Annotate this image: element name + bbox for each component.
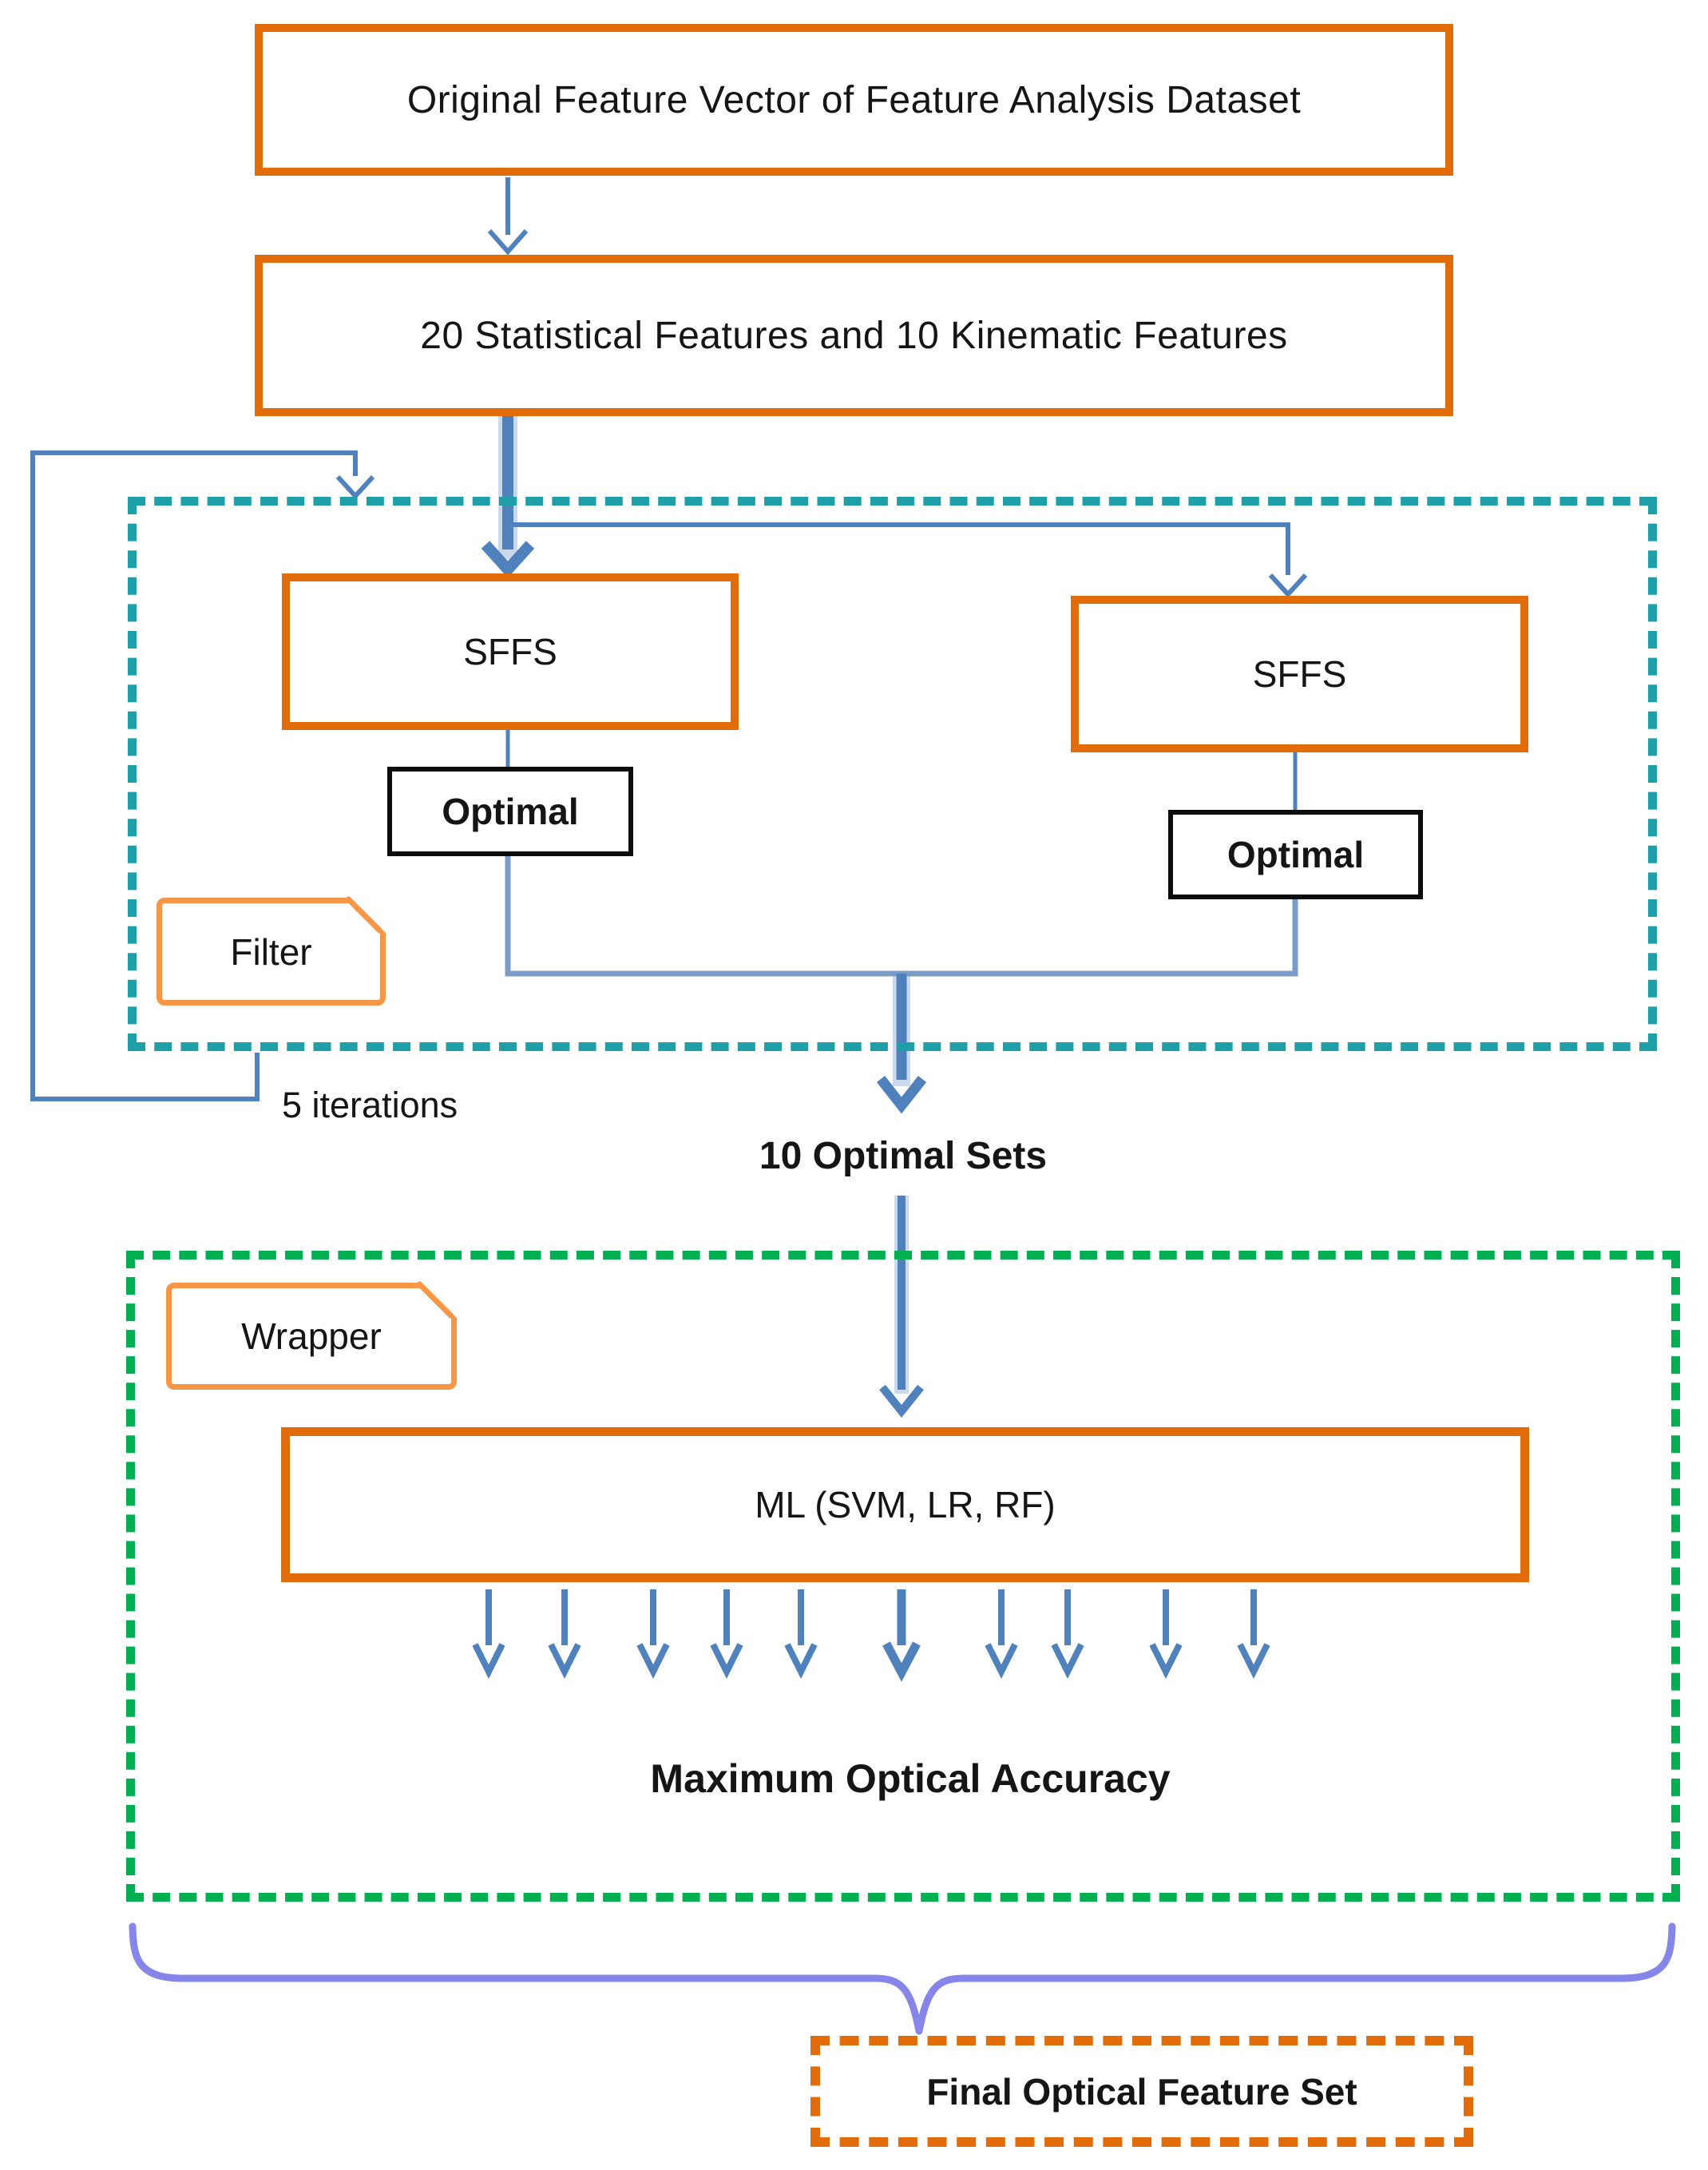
arrowhead-icon (879, 1384, 924, 1418)
optimal-right-label: Optimal (1227, 834, 1365, 875)
filter-stage-region (128, 497, 1657, 1051)
ml-label: ML (SVM, LR, RF) (755, 1484, 1056, 1525)
optimal-sets-label: 10 Optimal Sets (759, 1135, 1048, 1177)
ml-box: ML (SVM, LR, RF) (281, 1427, 1529, 1582)
output-arrow (784, 1589, 818, 1679)
arrowhead-icon (335, 474, 375, 500)
brace-icon (129, 1922, 1676, 2035)
arrowhead-icon (876, 1075, 927, 1114)
sffs-right-label: SFFS (1252, 653, 1347, 695)
output-arrow (1051, 1589, 1084, 1679)
arrowhead-icon (487, 229, 529, 256)
optimal-left-label: Optimal (442, 791, 579, 832)
maximum-optical-accuracy-label: Maximum Optical Accuracy (650, 1756, 1171, 1801)
final-optical-feature-set-box: Final Optical Feature Set (810, 2036, 1473, 2147)
arrowhead-icon (481, 541, 535, 578)
output-arrow (710, 1589, 743, 1679)
original-feature-vector-box: Original Feature Vector of Feature Analy… (255, 24, 1453, 176)
output-arrow (472, 1589, 505, 1679)
statistical-kinematic-features-label: 20 Statistical Features and 10 Kinematic… (420, 314, 1288, 357)
wrapper-stage-region (126, 1251, 1680, 1902)
optimal-left-box: Optimal (387, 767, 633, 856)
arrowhead-icon (1268, 573, 1308, 598)
output-arrow (882, 1589, 921, 1682)
output-arrow (548, 1589, 581, 1679)
output-arrow (1237, 1589, 1270, 1679)
output-arrow (985, 1589, 1018, 1679)
arrow-branch-to-sffs-right (511, 522, 1290, 575)
filter-tag-label: Filter (230, 930, 312, 973)
feedback-loop-line (30, 450, 358, 1101)
statistical-kinematic-features-box: 20 Statistical Features and 10 Kinematic… (255, 255, 1453, 416)
final-optical-feature-set-label: Final Optical Feature Set (926, 2070, 1357, 2112)
output-arrow (1149, 1589, 1183, 1679)
ml-output-arrows (472, 1589, 1270, 1682)
original-feature-vector-label: Original Feature Vector of Feature Analy… (406, 78, 1302, 121)
wrapper-tag: Wrapper (166, 1280, 457, 1390)
output-arrow (636, 1589, 670, 1679)
sffs-right-box: SFFS (1071, 596, 1528, 752)
wrapper-tag-label: Wrapper (241, 1315, 382, 1357)
filter-tag: Filter (157, 895, 386, 1006)
sffs-left-label: SFFS (463, 631, 557, 672)
sffs-left-box: SFFS (282, 573, 739, 730)
iterations-label: 5 iterations (282, 1085, 458, 1125)
optimal-right-box: Optimal (1168, 810, 1423, 899)
